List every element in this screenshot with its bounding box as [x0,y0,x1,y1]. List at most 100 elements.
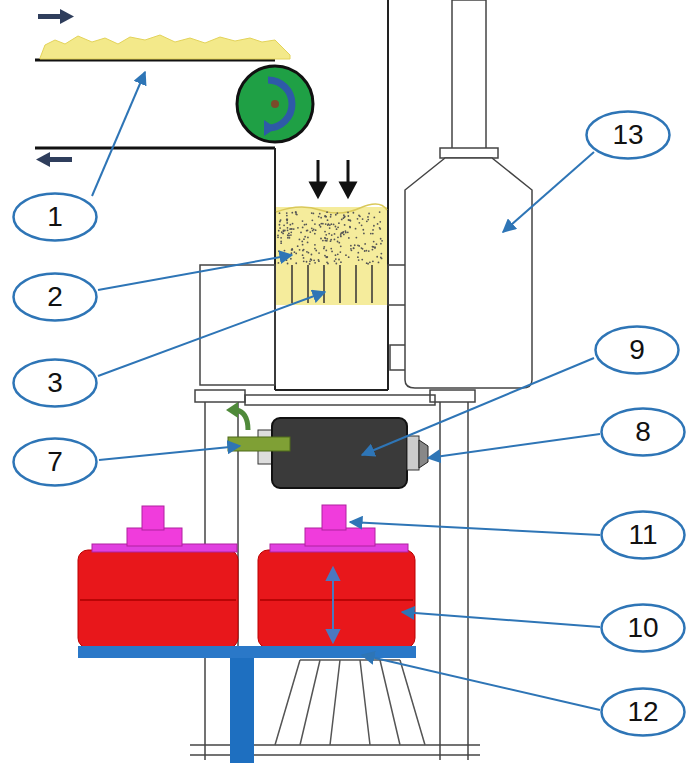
grain-dot [355,228,357,230]
grain-dot [357,244,359,246]
grain-dot [337,226,339,228]
grain-dot [335,214,337,216]
grain-dot [342,217,344,219]
grain-dot [331,234,333,236]
grain-dot [338,259,340,261]
grain-dot [279,252,281,254]
grain-dot [337,253,339,255]
grain-dot [326,256,328,258]
grain-dot [376,256,378,258]
grain-dot [290,258,292,260]
grain-dot [376,243,378,245]
grate-slot [292,265,372,303]
grain-dot [348,256,350,258]
grain-dot [334,233,336,235]
grain-dot [373,217,375,219]
grain-dot [309,260,311,262]
grain-dot [304,236,306,238]
grain-dot [303,257,305,259]
callout-bubble: 13 [585,110,671,160]
grain-dot [325,240,327,242]
callout-bubble: 9 [594,325,680,375]
callout-number: 13 [612,121,643,149]
grain-dot [300,232,302,234]
grain-dot [307,229,309,231]
grain-dot [340,245,342,247]
grain-dot [326,256,328,258]
grain-dot [287,237,289,239]
grain-dot [325,237,327,239]
direction-arrow [36,9,74,167]
grain-dot [310,259,312,261]
grain-dot [379,211,381,213]
grain-dot [358,259,360,261]
grain-dot [334,239,336,241]
grain-dot [372,233,374,235]
grain-dot [302,226,304,228]
grain-dot [364,250,366,252]
grain-dot [313,229,315,231]
callout-number: 10 [627,614,658,642]
grain-dot [279,227,281,229]
grain-dot [347,231,349,233]
bulk-material [40,35,290,59]
grain-dot [329,224,331,226]
grain-dot [378,262,380,264]
grain-dot [279,224,281,226]
callout-bubble: 11 [600,510,686,560]
grain-dot [325,223,327,225]
grain-dot [362,229,364,231]
grain-dot [353,247,355,249]
grain-dot [280,240,282,242]
grain-dot [369,261,371,263]
grain-dot [287,234,289,236]
grain-dot [279,212,281,214]
grain-dot [279,221,281,223]
grain-dot [336,212,338,214]
grain-dot [312,213,314,215]
grain-dot [306,251,308,253]
grain-dot [327,263,329,265]
hopper [275,0,388,390]
grain-dot [287,229,289,231]
grain-dot [325,234,327,236]
grain-dot [302,254,304,256]
grain-dot [329,227,331,229]
grain-dot [370,233,372,235]
grain-dot [330,248,332,250]
callout-bubble: 7 [12,437,98,487]
material-bed [276,207,387,305]
grain-dot [295,211,297,213]
grain-dot [366,262,368,264]
grain-dot [291,212,293,214]
press-block [78,550,415,648]
callout-number: 7 [47,448,63,476]
grain-dot [318,252,320,254]
grain-dot [348,237,350,239]
grain-dot [365,250,367,252]
grain-dot [309,231,311,233]
grain-dot [290,231,292,233]
grain-dot [350,220,352,222]
grain-dot [358,222,360,224]
callout-bubble: 12 [600,687,686,737]
grain-dot [288,233,290,235]
tank [405,0,532,388]
grain-dot [307,242,309,244]
grain-dot [303,238,305,240]
grain-dot [280,237,282,239]
grain-dot [342,231,344,233]
grain-dot [349,226,351,228]
grain-dot [381,240,383,242]
grain-dot [320,238,322,240]
grain-dot [344,224,346,226]
grain-dot [301,241,303,243]
grain-dot [303,260,305,262]
grain-dot [307,236,309,238]
grain-dot [323,246,325,248]
grain-dot [343,214,345,216]
grain-dot [287,263,289,265]
grain-dot [338,242,340,244]
grain-dot [358,215,360,217]
